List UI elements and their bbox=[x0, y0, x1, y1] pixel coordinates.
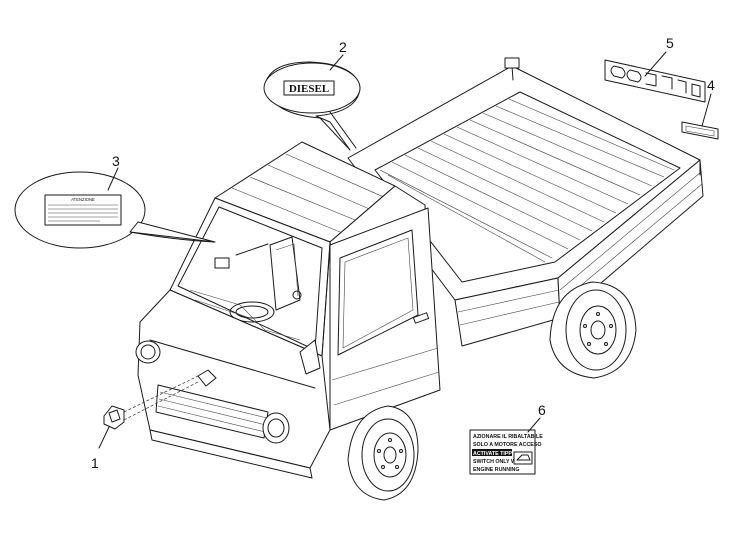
tipping-line-5: ENGINE RUNNING bbox=[473, 467, 520, 473]
rear-wheel bbox=[549, 281, 637, 379]
leader-line-6 bbox=[527, 417, 541, 433]
tipping-line-4: SWITCH ONLY WITH bbox=[473, 459, 525, 465]
leader-line-3 bbox=[107, 167, 119, 191]
callout-6: 6 bbox=[538, 402, 546, 418]
front-emblem-part bbox=[103, 375, 199, 430]
logo-decal-part bbox=[604, 59, 706, 103]
callout-3: 3 bbox=[112, 153, 120, 169]
front-wheel bbox=[347, 405, 419, 501]
warning-decal-bubble: ATENZIONE bbox=[14, 171, 216, 249]
cargo-bed bbox=[347, 57, 704, 347]
leader-line-5 bbox=[644, 51, 667, 77]
warning-decal-title: ATENZIONE bbox=[71, 197, 95, 202]
tipping-warning-label: AZIONARE IL RIBALTABILE SOLO A MOTORE AC… bbox=[469, 429, 543, 475]
badge-decal-part bbox=[681, 121, 719, 140]
leader-line-1 bbox=[98, 426, 110, 449]
callout-1: 1 bbox=[91, 455, 99, 471]
tipping-line-1: AZIONARE IL RIBALTABILE bbox=[473, 434, 543, 440]
callout-4: 4 bbox=[707, 77, 715, 93]
cab bbox=[135, 141, 441, 479]
leader-line-4 bbox=[701, 93, 712, 127]
leader-line-2 bbox=[329, 54, 344, 71]
tipping-line-3: ACTIVATE TIPPING bbox=[473, 451, 521, 457]
callout-2: 2 bbox=[339, 39, 347, 55]
tipping-line-2: SOLO A MOTORE ACCESO bbox=[473, 442, 541, 448]
diesel-decal-bubble: DIESEL bbox=[263, 61, 361, 151]
truck-pictogram-icon bbox=[516, 454, 531, 461]
callout-5: 5 bbox=[666, 35, 674, 51]
diesel-decal-text: DIESEL bbox=[289, 83, 329, 95]
